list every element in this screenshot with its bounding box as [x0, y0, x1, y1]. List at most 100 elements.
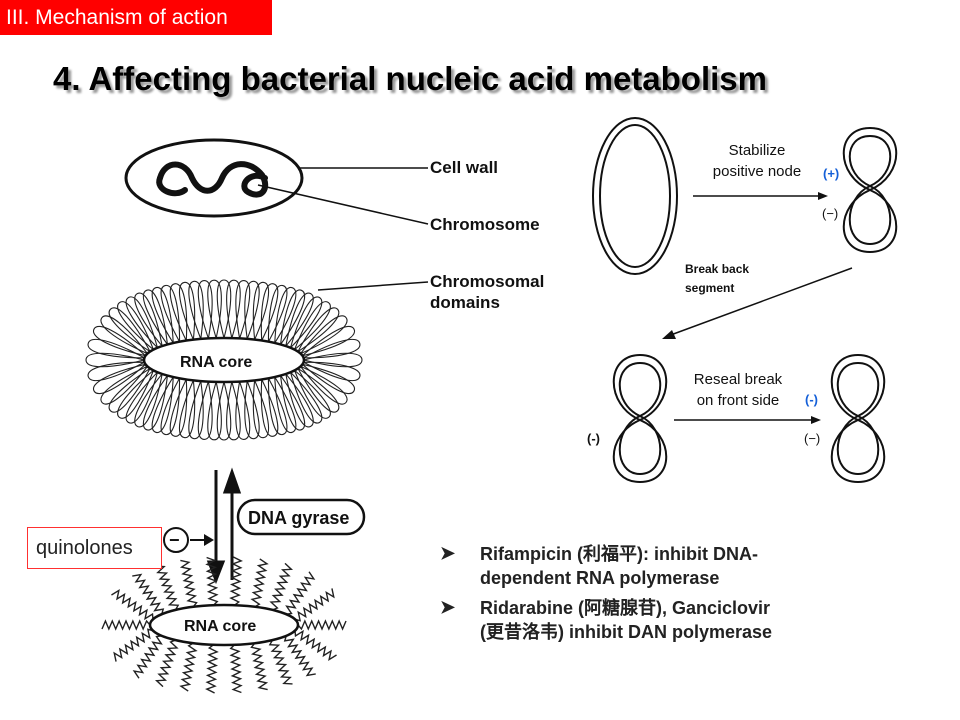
chromosomal-loop — [117, 301, 154, 351]
chromosomal-loop — [216, 279, 232, 339]
chromosomal-loop — [274, 376, 297, 433]
figure-eight-bottom-left — [612, 353, 668, 484]
page-title: 4. Affecting bacterial nucleic acid meta… — [53, 60, 767, 97]
negative-node-left-label: (-) — [587, 431, 600, 446]
chromosomal-loop — [294, 369, 331, 419]
rna-core-bottom-illustration — [101, 556, 347, 694]
chromosomal-loop — [297, 307, 340, 353]
chromosomal-loop — [285, 373, 314, 428]
supercoiled-loop — [294, 629, 337, 662]
chromosomal-loop — [178, 380, 196, 439]
supercoiled-loop — [268, 639, 293, 685]
chromosomal-loop — [142, 375, 168, 431]
chromosomal-loop — [100, 315, 148, 355]
rna-core-top-illustration — [85, 279, 363, 441]
cell-wall-illustration — [124, 138, 304, 218]
chromosomal-loop — [197, 381, 213, 440]
inhibitor-symbol: − — [163, 527, 214, 553]
chromosomal-loop — [260, 379, 279, 437]
chromosomal-loop — [169, 283, 188, 341]
chromosomal-loop — [294, 301, 331, 351]
chromosomal-loop — [188, 380, 204, 440]
leader-lines — [257, 167, 429, 291]
section-tag: III. Mechanism of action — [0, 0, 272, 35]
chromosomal-loop — [260, 283, 279, 341]
supercoiled-loop — [229, 556, 243, 606]
chromosomal-loop — [302, 325, 355, 357]
arrow-bullet-icon: ➤ — [440, 543, 456, 563]
stabilize-label-line1: Stabilize — [729, 142, 786, 159]
chromosomal-loop — [188, 280, 204, 340]
chromosomal-loop — [93, 363, 146, 395]
supercoiled-loop — [101, 619, 151, 631]
supercoiled-loop — [179, 642, 198, 692]
chromosomal-loop — [226, 381, 241, 441]
chromosomal-loop — [207, 381, 222, 441]
bullet-text-line: Ridarabine (阿糖腺苷), Ganciclovir — [480, 598, 771, 618]
supercoiled-loop — [285, 571, 316, 615]
chromosomal-loop — [226, 279, 241, 339]
chromosomal-loop — [252, 380, 270, 439]
chromosomal-loop — [125, 296, 159, 349]
bullet-list: ➤ Rifampicin (利福平): inhibit DNA- depende… — [440, 542, 945, 650]
chromosomal-loop — [85, 352, 145, 368]
chromosomal-loop — [100, 365, 148, 405]
supercoiled-loop — [132, 573, 165, 615]
chromosomal-loop — [297, 367, 340, 413]
bullet-text-line: (更昔洛韦) inhibit DAN polymerase — [480, 622, 773, 642]
bullet-text-line: dependent RNA polymerase — [480, 568, 720, 588]
chromosomal-loop — [244, 380, 260, 440]
chromosomal-loop — [280, 375, 306, 431]
supercoiled-loop — [250, 642, 269, 691]
chromosomal-domains-label-line2: domains — [430, 293, 500, 312]
negative-node-blue-label: (-) — [805, 392, 818, 407]
relaxed-circle-illustration — [592, 117, 678, 275]
supercoiled-loop — [132, 635, 163, 679]
chromosomal-loop — [142, 289, 168, 345]
dna-gyrase-box: DNA gyrase — [236, 498, 366, 536]
rna-core-top-label: RNA core — [180, 354, 252, 371]
chromosomal-loop — [87, 361, 145, 382]
chromosomal-loop — [151, 376, 174, 433]
supercoiled-loop — [111, 588, 154, 621]
chromosomal-loop — [207, 279, 222, 339]
chromosomal-loop — [252, 281, 270, 340]
chromosomal-loop — [160, 378, 181, 436]
chromosomal-loop — [235, 280, 251, 339]
negative-node-right-label: (−) — [804, 431, 820, 446]
chromosomal-loop — [303, 352, 363, 368]
arrow-bullet-icon: ➤ — [440, 597, 456, 617]
supercoiled-loop — [113, 628, 154, 662]
chromosomal-loop — [285, 292, 314, 347]
supercoiled-loop — [294, 588, 335, 622]
chromosomal-loop — [300, 315, 348, 355]
chromosomal-loop — [289, 371, 323, 424]
break-arrow — [662, 267, 853, 339]
chromosomal-loop — [108, 367, 151, 413]
chromosomal-loop — [235, 381, 251, 440]
chromosomal-loop — [178, 281, 196, 340]
reseal-label-line1: Reseal break — [694, 371, 783, 388]
svg-text:DNA gyrase: DNA gyrase — [248, 508, 349, 528]
cell-wall-label: Cell wall — [430, 158, 498, 177]
chromosome-label: Chromosome — [430, 215, 540, 234]
reseal-label-line2: on front side — [697, 392, 780, 409]
positive-node-label: (+) — [823, 166, 839, 181]
chromosomal-loop — [117, 369, 154, 419]
figure-eight-bottom-right — [830, 353, 886, 484]
supercoiled-loop — [269, 562, 294, 611]
chromosomal-loop — [302, 363, 355, 395]
chromosomal-loop — [267, 284, 288, 342]
chromosomal-loop — [125, 371, 159, 424]
chromosomal-loop — [160, 284, 181, 342]
quinolones-label: quinolones — [27, 527, 162, 569]
chromosomal-loop — [289, 296, 323, 349]
chromosomal-loop — [108, 307, 151, 353]
reseal-arrow — [674, 416, 821, 424]
chromosomal-loop — [151, 287, 174, 344]
chromosomal-loop — [93, 325, 146, 357]
chromosomal-loop — [216, 381, 232, 441]
supercoiled-loop — [155, 565, 180, 611]
bullet-item: ➤ Ridarabine (阿糖腺苷), Ganciclovir (更昔洛韦) … — [440, 596, 945, 644]
